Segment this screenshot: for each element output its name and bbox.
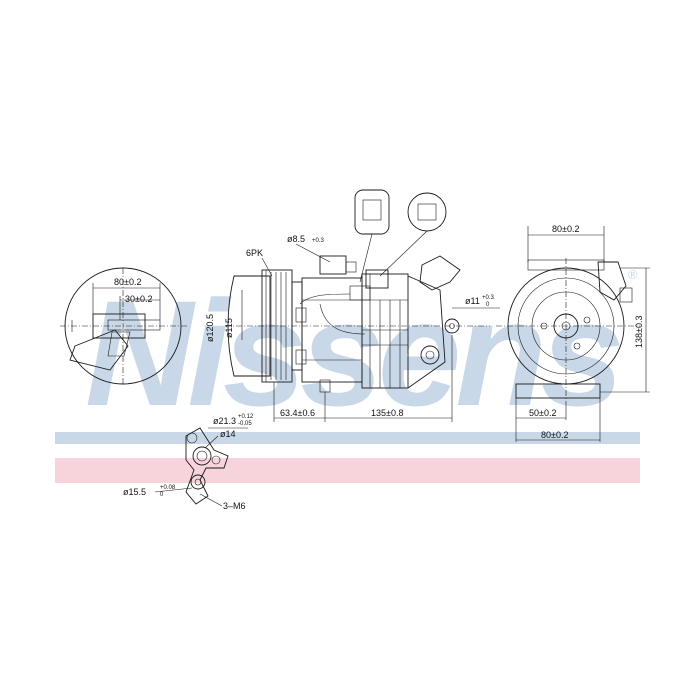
dim-15-5-tol-dn: 0 xyxy=(160,492,164,498)
label-6pk: 6PK xyxy=(246,248,263,258)
dim-115: ø115 xyxy=(224,318,234,338)
label-m6: 3–M6 xyxy=(223,501,246,511)
watermark-layer: Nissens ® xyxy=(55,267,640,483)
dim-14: ø14 xyxy=(220,429,236,439)
dim-8-5: ø8.5 xyxy=(287,234,305,244)
detail-view: 80±0.2 30±0.2 xyxy=(60,267,188,385)
side-view: 6PK ø8.5 +0.3 ø120.5 ø115 ø11 +0.3 0 63.… xyxy=(205,189,500,422)
dim-21-3-tol-dn: -0.05 xyxy=(238,421,252,427)
dim-120-5: ø120.5 xyxy=(205,314,215,342)
dim-80-bottom: 80±0.2 xyxy=(541,430,568,440)
dim-63-4: 63.4±0.6 xyxy=(280,408,315,418)
dim-15-5: ø15.5 xyxy=(123,487,146,497)
registered-mark: ® xyxy=(628,267,638,282)
dim-80-top: 80±0.2 xyxy=(552,224,579,234)
dim-138: 138±0.3 xyxy=(634,316,644,348)
dim-21-3: ø21.3 xyxy=(213,416,236,426)
dim-135: 135±0.8 xyxy=(371,408,403,418)
dim-30: 30±0.2 xyxy=(125,294,152,304)
dim-11-tol-dn: 0 xyxy=(486,302,490,308)
blue-band xyxy=(55,432,640,444)
dim-15-5-tol-up: +0.08 xyxy=(160,485,176,491)
front-view: 80±0.2 138±0.3 50±0.2 80±0.2 xyxy=(496,224,650,442)
dim-80-side: 80±0.2 xyxy=(114,277,141,287)
dim-21-3-tol-up: +0.12 xyxy=(238,414,254,420)
pink-band xyxy=(55,458,640,483)
watermark-logo: Nissens xyxy=(85,269,620,437)
dim-11: ø11 xyxy=(465,296,480,306)
flange-detail: ø21.3 +0.12 -0.05 ø14 ø15.5 +0.08 0 3–M6 xyxy=(123,414,254,511)
dim-11-tol-up: +0.3 xyxy=(482,295,495,301)
dim-8-5-tol: +0.3 xyxy=(312,238,325,244)
dim-50: 50±0.2 xyxy=(529,408,556,418)
